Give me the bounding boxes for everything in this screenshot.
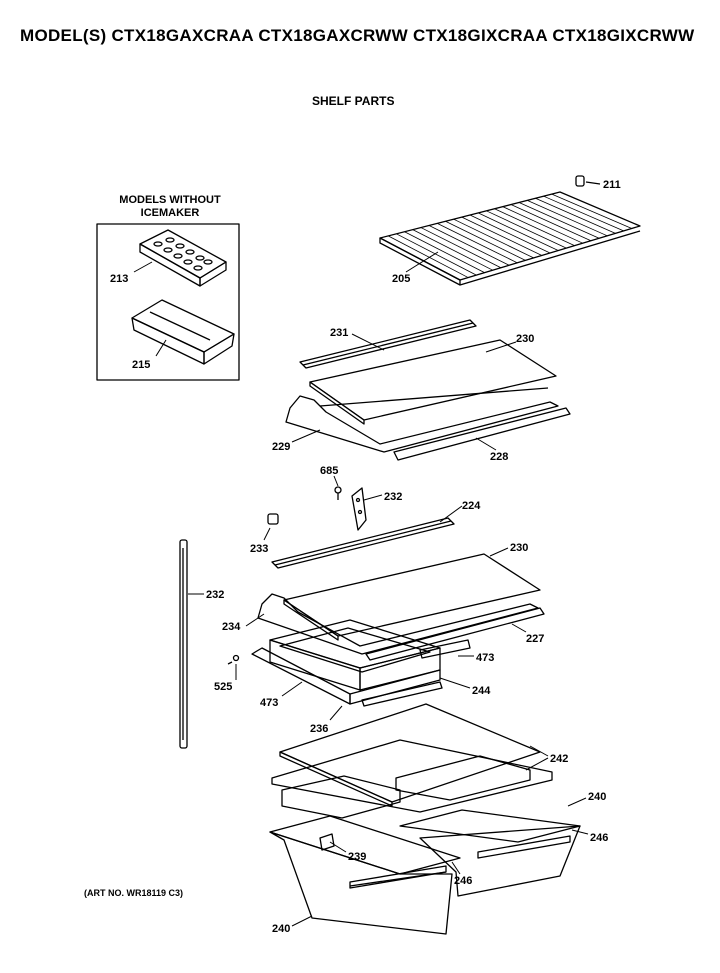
label-234: 234 bbox=[222, 621, 241, 633]
wire-rod bbox=[387, 235, 469, 278]
bracket-232a bbox=[351, 487, 367, 531]
label-240-lower: 240 bbox=[272, 923, 290, 935]
label-205: 205 bbox=[392, 273, 410, 285]
wire-rod bbox=[469, 214, 551, 254]
label-233: 233 bbox=[250, 543, 268, 555]
label-239: 239 bbox=[348, 851, 366, 863]
wire-rod bbox=[437, 223, 518, 264]
shelf-clip-211 bbox=[575, 175, 601, 187]
ice-tray-part bbox=[139, 229, 227, 287]
wire-rod bbox=[486, 210, 567, 249]
leader-lines bbox=[133, 251, 589, 927]
inset-title-line1: MODELS WITHOUT bbox=[119, 194, 221, 206]
wire-rod bbox=[420, 227, 502, 269]
wire-rod bbox=[478, 212, 559, 251]
wire-rod bbox=[453, 218, 534, 259]
wire-rod bbox=[461, 216, 542, 256]
lower-shelf-assembly bbox=[257, 517, 545, 661]
label-242: 242 bbox=[550, 753, 568, 765]
ice-bin-part bbox=[131, 299, 235, 365]
vertical-bracket-232b bbox=[179, 539, 188, 749]
wire-rod bbox=[412, 229, 493, 271]
wire-rod bbox=[543, 195, 624, 232]
part-labels: 211 205 213 215 231 230 229 228 685 232 … bbox=[110, 179, 621, 935]
label-224: 224 bbox=[462, 500, 481, 512]
wire-rod bbox=[527, 199, 608, 237]
wire-rod bbox=[502, 206, 583, 244]
wire-rod bbox=[551, 193, 632, 229]
frame-234 bbox=[257, 593, 539, 655]
section-subtitle: SHELF PARTS bbox=[312, 94, 395, 108]
label-228: 228 bbox=[490, 451, 508, 463]
label-473-right: 473 bbox=[476, 652, 494, 664]
label-227: 227 bbox=[526, 633, 544, 645]
label-246-lower: 246 bbox=[454, 875, 472, 887]
glass-230b bbox=[283, 553, 541, 637]
inset-title: MODELS WITHOUT ICEMAKER bbox=[100, 194, 240, 220]
label-232-upper: 232 bbox=[384, 491, 402, 503]
label-230-upper: 230 bbox=[516, 333, 534, 345]
inset-box bbox=[96, 223, 240, 381]
screw-525 bbox=[227, 654, 240, 665]
frame-229 bbox=[285, 395, 559, 453]
label-232-vertical: 232 bbox=[206, 589, 224, 601]
crisper-cover-assembly bbox=[271, 703, 553, 819]
wire-rod bbox=[428, 225, 510, 266]
label-685: 685 bbox=[320, 465, 338, 477]
wire-rod bbox=[494, 208, 575, 246]
label-236: 236 bbox=[310, 723, 328, 735]
crisper-pans bbox=[269, 809, 581, 935]
wire-rod bbox=[445, 220, 526, 261]
label-231: 231 bbox=[330, 327, 348, 339]
label-230-lower: 230 bbox=[510, 542, 528, 554]
label-246-right: 246 bbox=[590, 832, 608, 844]
label-211: 211 bbox=[603, 179, 621, 191]
rail-227 bbox=[365, 607, 545, 661]
trim-231 bbox=[299, 319, 477, 369]
wire-rod bbox=[404, 231, 485, 273]
wire-rod bbox=[510, 204, 592, 242]
upper-shelf-assembly bbox=[285, 319, 571, 461]
clip-233 bbox=[267, 513, 279, 525]
trim-224 bbox=[271, 517, 455, 569]
inset-title-line2: ICEMAKER bbox=[140, 207, 200, 219]
label-244: 244 bbox=[472, 685, 491, 697]
rail-228 bbox=[393, 407, 571, 461]
label-473-left: 473 bbox=[260, 697, 278, 709]
art-number: (ART NO. WR18119 C3) bbox=[84, 888, 184, 898]
wire-rod bbox=[518, 202, 600, 239]
label-229: 229 bbox=[272, 441, 290, 453]
wire-shelf-part bbox=[379, 191, 641, 286]
label-240-right: 240 bbox=[588, 791, 606, 803]
label-525: 525 bbox=[214, 681, 232, 693]
screw-685 bbox=[334, 486, 342, 500]
wire-rod bbox=[396, 233, 477, 276]
rail-244 bbox=[361, 681, 443, 707]
meat-pan-assembly bbox=[251, 619, 471, 707]
wire-rod bbox=[535, 197, 616, 234]
page-title: MODEL(S) CTX18GAXCRAA CTX18GAXCRWW CTX18… bbox=[20, 26, 695, 45]
label-215: 215 bbox=[132, 359, 150, 371]
label-213: 213 bbox=[110, 273, 128, 285]
